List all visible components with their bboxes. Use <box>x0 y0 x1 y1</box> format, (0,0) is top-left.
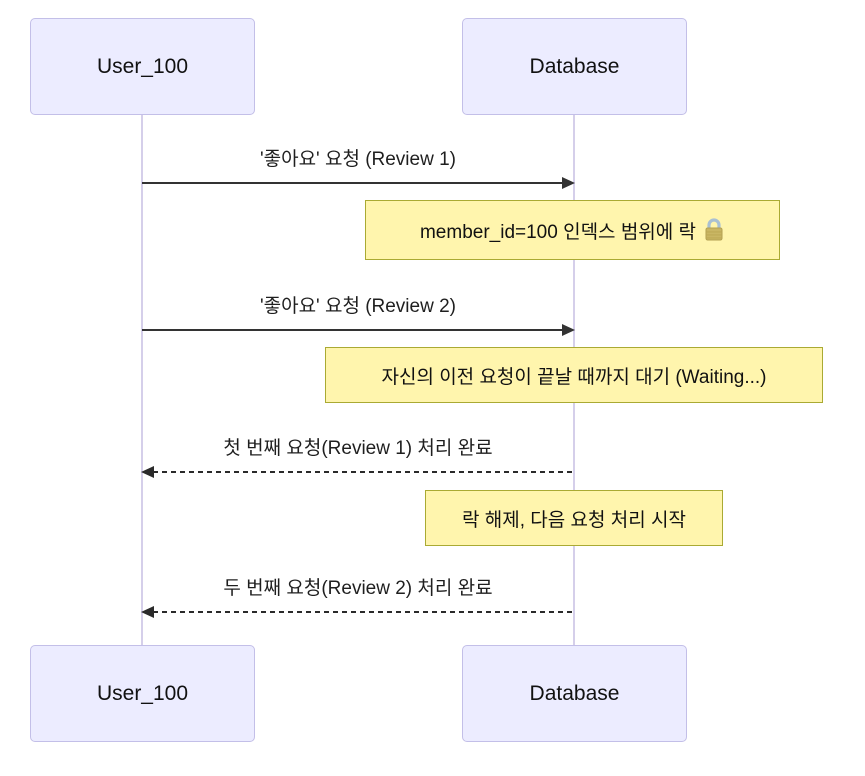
arrowhead-right-icon <box>562 177 575 189</box>
lock-icon <box>703 218 725 242</box>
arrowhead-right-icon <box>562 324 575 336</box>
actor-database-top-label: Database <box>529 54 620 78</box>
actor-user-bottom-label: User_100 <box>96 681 189 705</box>
message-1-label: '좋아요' 요청 (Review 1) <box>259 149 456 170</box>
message-4-arrow <box>141 606 574 618</box>
note-waiting-text: 자신의 이전 요청이 끝날 때까지 대기 (Waiting...) <box>381 366 767 388</box>
actor-database-top: Database <box>462 18 687 115</box>
note-waiting: 자신의 이전 요청이 끝날 때까지 대기 (Waiting...) <box>325 347 823 403</box>
message-2-arrow-line <box>142 329 563 331</box>
message-4-arrow-line <box>153 611 574 613</box>
lifeline-user <box>141 115 143 645</box>
actor-database-bottom-label: Database <box>529 681 620 705</box>
message-2-label: '좋아요' 요청 (Review 2) <box>259 296 456 317</box>
message-1-arrow <box>142 177 575 189</box>
actor-user-top: User_100 <box>30 18 255 115</box>
message-2-arrow <box>142 324 575 336</box>
actor-user-bottom: User_100 <box>30 645 255 742</box>
message-3-arrow-line <box>153 471 574 473</box>
message-1-arrow-line <box>142 182 563 184</box>
note-lock-released: 락 해제, 다음 요청 처리 시작 <box>425 490 723 546</box>
message-4-label: 두 번째 요청(Review 2) 처리 완료 <box>223 578 493 599</box>
message-3-label: 첫 번째 요청(Review 1) 처리 완료 <box>223 438 493 459</box>
note-lock-acquired-text: member_id=100 인덱스 범위에 락 <box>419 221 697 243</box>
actor-user-top-label: User_100 <box>96 54 189 78</box>
arrowhead-left-icon <box>141 466 154 478</box>
actor-database-bottom: Database <box>462 645 687 742</box>
arrowhead-left-icon <box>141 606 154 618</box>
message-3-arrow <box>141 466 574 478</box>
note-lock-acquired: member_id=100 인덱스 범위에 락 <box>365 200 780 260</box>
note-lock-released-text: 락 해제, 다음 요청 처리 시작 <box>462 509 686 531</box>
